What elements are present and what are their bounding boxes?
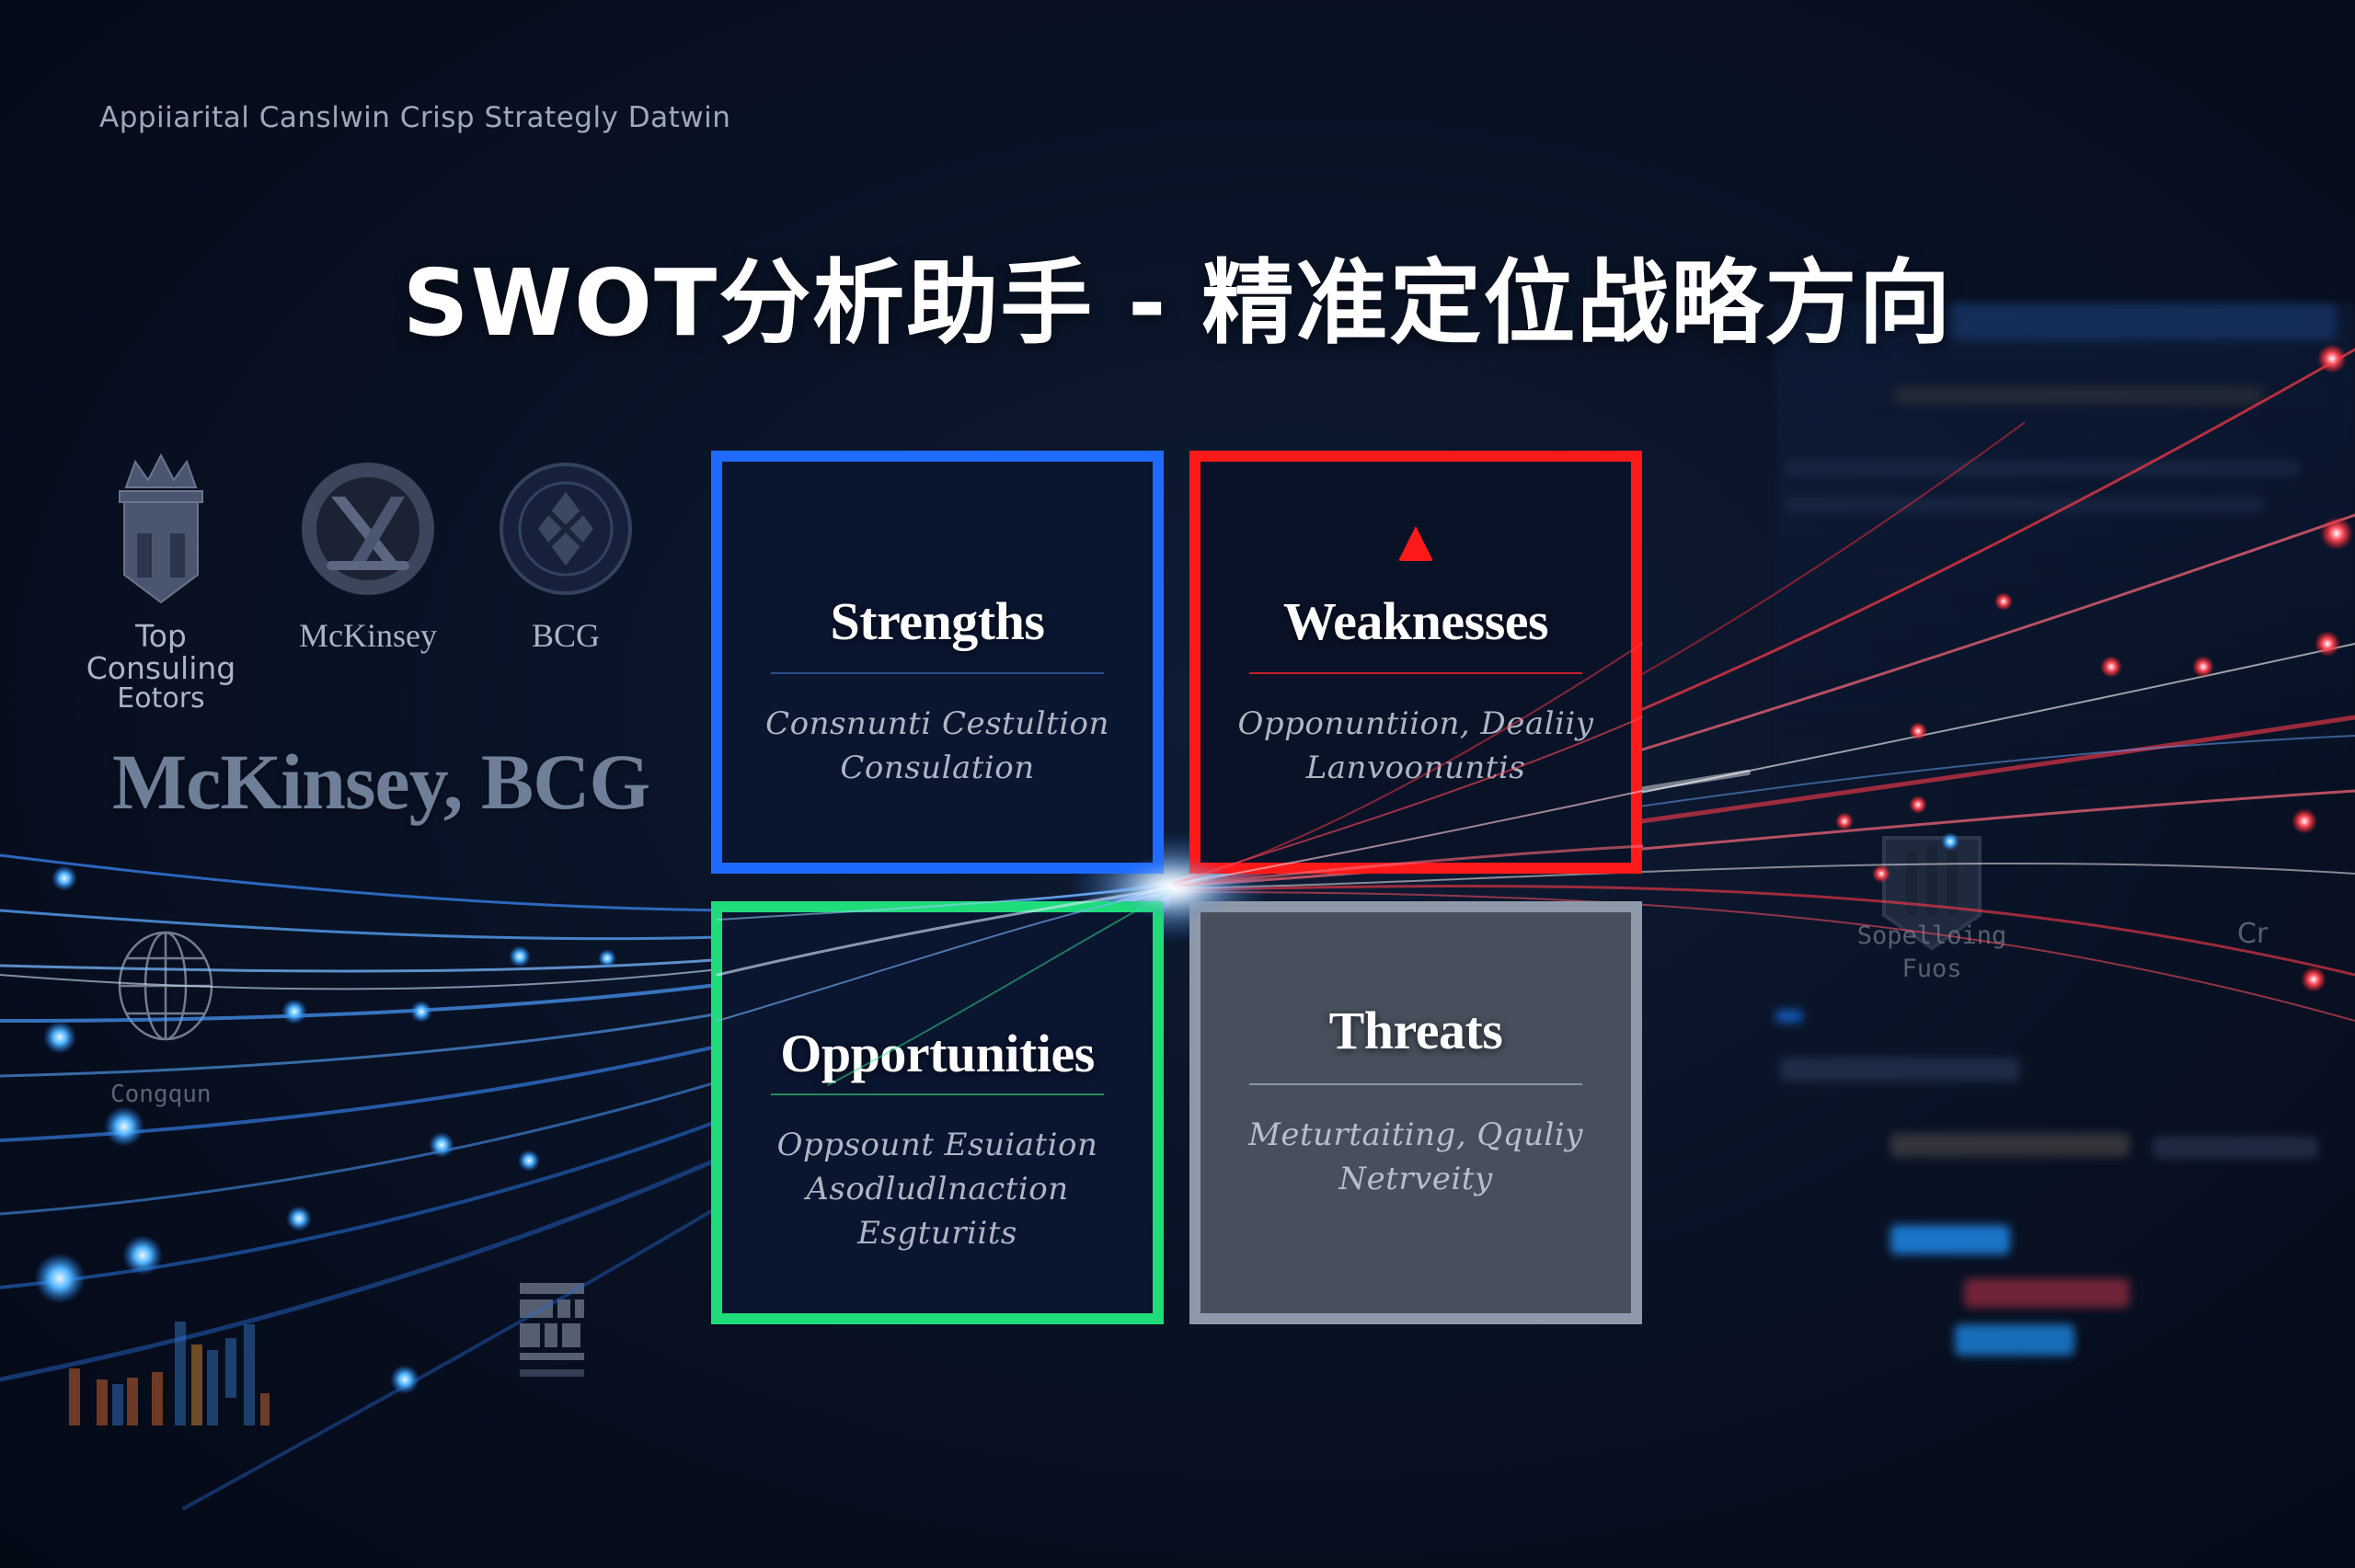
logo-label: McKinsey [299,617,437,654]
logo-label-line1: Top Consuling [86,618,236,686]
swot-strengths-card[interactable]: Strengths Consnunti Cestultion Consulati… [711,451,1164,874]
background-label-line1: Sopelloing [1856,921,2007,950]
logo-label: Top Consuling Eotors [64,618,258,715]
opportunities-body-line1: Oppsount Esuiation [776,1127,1098,1163]
background-dashboard-panel [1775,303,2355,782]
logo-mckinsey: McKinsey [276,460,460,654]
threats-body: Meturtaiting, Qquliy Netrveity [1248,1113,1583,1201]
weaknesses-title: Weaknesses [1282,591,1549,651]
strengths-divider [771,672,1104,674]
weaknesses-divider [1249,672,1582,674]
strengths-title: Strengths [830,591,1045,651]
background-blurred-bar [1775,1010,1803,1023]
brand-text: McKinsey, BCG [112,738,650,826]
strengths-body-line1: Consnunti Cestultion [765,705,1109,742]
warning-triangle-icon [1398,526,1433,561]
threats-body-line2: Netrveity [1338,1161,1493,1197]
background-blurred-bar [1890,1133,2130,1157]
background-blurred-row [1785,460,2300,476]
background-bar-chart [64,1269,276,1425]
background-blurred-row [1785,497,2263,513]
page-title: SWOT分析助手 - 精准定位战略方向 [402,249,1953,357]
background-blurred-bar [1964,1278,2130,1308]
logo-label: BCG [531,617,601,654]
globe-icon [118,931,213,1041]
threats-title: Threats [1328,1001,1503,1060]
opportunities-body-line2: Asodludlnaction [806,1171,1069,1207]
background-label-right-logo: Sopelloing Fuos [1840,920,2024,986]
header-subtitle: Appiiarital Canslwin Crisp Strategly Dat… [99,101,731,134]
background-blurred-heading [1950,303,2337,340]
weaknesses-body-line2: Lanvoonuntis [1305,750,1526,786]
opportunities-divider [771,1093,1104,1095]
logo-label-line2: Eotors [117,682,205,715]
background-blurred-bar [1890,1225,2010,1254]
background-blurred-bar [1955,1324,2074,1356]
background-label-globe: Congqun [110,1081,212,1108]
logo-top-consulting: Top Consuling Eotors [64,451,258,714]
crossed-emblem-icon [302,463,434,595]
opportunities-body-line3: Esgturiits [857,1215,1017,1252]
strengths-body-line2: Consulation [840,750,1035,786]
background-label-line2: Fuos [1901,955,1962,983]
weaknesses-body: Opponuntiion, Dealiiy Lanvoonuntis [1238,702,1594,790]
logo-bcg: BCG [488,460,644,654]
background-blurred-bar [2153,1137,2318,1159]
background-label-partial: Cr [2237,918,2269,950]
crown-shield-icon [119,452,203,604]
swot-weaknesses-card[interactable]: Weaknesses Opponuntiion, Dealiiy Lanvoon… [1189,451,1642,874]
background-blurred-bar [1780,1058,2019,1082]
background-blurred-row [1895,386,2263,405]
opportunities-body: Oppsount Esuiation Asodludlnaction Esgtu… [777,1123,1098,1255]
threats-divider [1249,1083,1582,1085]
strengths-body: Consnunti Cestultion Consulation [765,702,1109,790]
background-grid-icon [520,1283,584,1384]
threats-body-line1: Meturtaiting, Qquliy [1248,1116,1583,1153]
weaknesses-body-line1: Opponuntiion, Dealiiy [1237,705,1594,742]
opportunities-title: Opportunities [780,1024,1095,1083]
swot-opportunities-card[interactable]: Opportunities Oppsount Esuiation Asodlud… [711,901,1164,1324]
swot-threats-card[interactable]: Threats Meturtaiting, Qquliy Netrveity [1189,901,1642,1324]
seal-emblem-icon [500,463,632,595]
